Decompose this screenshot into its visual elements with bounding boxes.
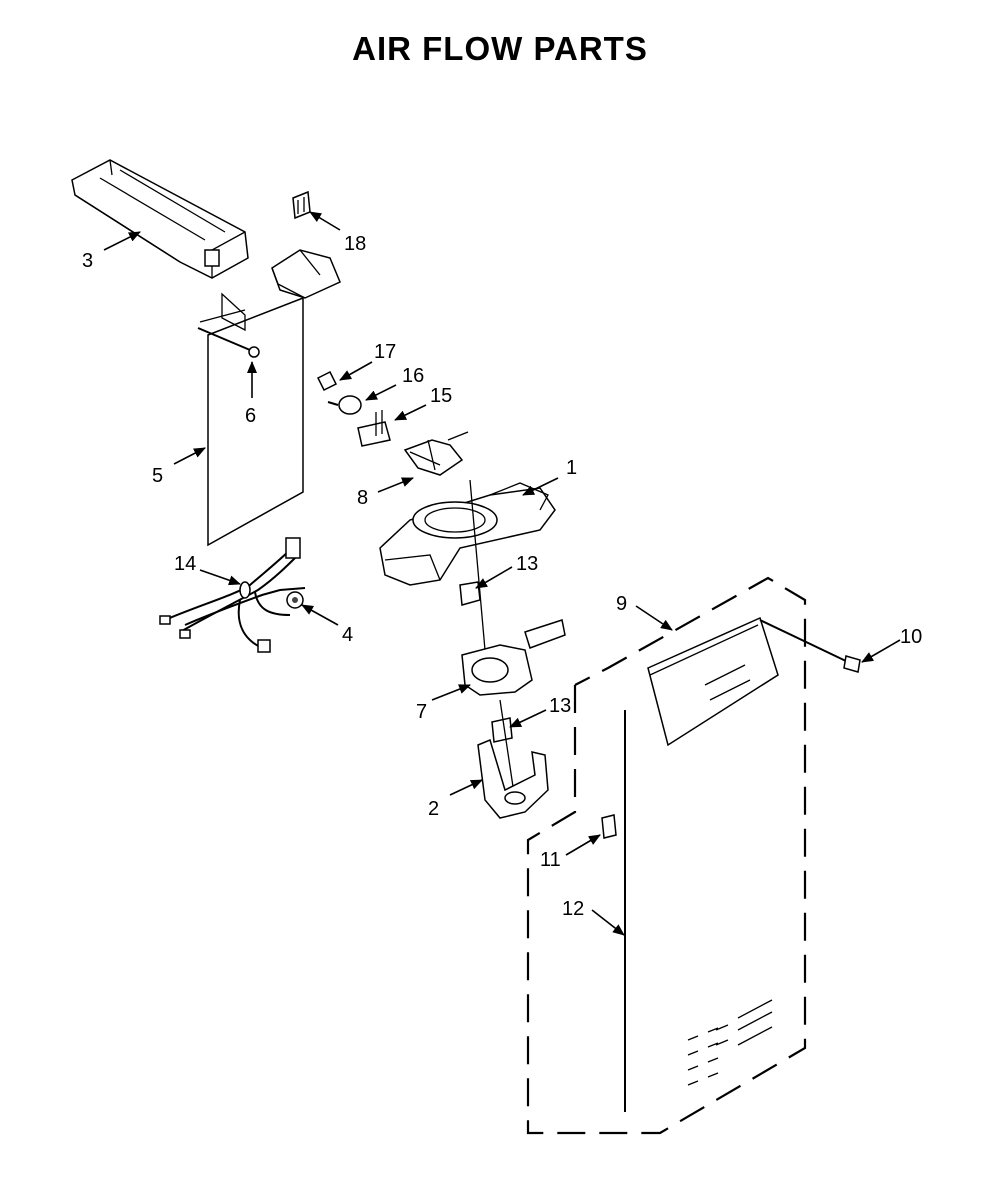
callout-16: 16 [402,365,424,387]
part-14-wire-harness[interactable] [159,537,306,653]
diagram-title: AIR FLOW PARTS [352,30,648,67]
part-16-thermistor[interactable] [327,395,362,415]
part-7-fan-motor[interactable] [461,619,566,696]
callout-10: 10 [900,626,922,648]
callout-11: 11 [540,849,561,871]
callout-17: 17 [374,341,396,363]
air-channel-piece [271,249,341,299]
part-12-rear-panel[interactable] [624,710,773,1112]
callout-14: 14 [174,553,196,575]
part-8-fan-blade[interactable] [403,431,469,476]
callout-5: 5 [152,465,163,487]
part-13-bushing-upper[interactable] [459,581,481,606]
callout-4: 4 [342,624,353,646]
part-2-motor-bracket[interactable] [477,738,549,819]
cabinet-outline-dashed [526,576,807,1135]
callout-6: 6 [245,405,256,427]
part-3-duct-housing[interactable] [71,159,249,279]
callout-9: 9 [616,593,627,615]
callout-15: 15 [430,385,452,407]
part-5-panel[interactable] [199,292,304,547]
part-9-vent-grille[interactable] [647,616,779,747]
part-6-screw[interactable] [197,327,260,358]
callout-13-lower: 13 [549,695,571,717]
callout-1: 1 [566,457,577,479]
part-17-clip[interactable] [316,370,338,392]
callout-18: 18 [344,233,366,255]
part-4-grommet[interactable] [286,591,304,609]
callout-arrows [103,211,901,936]
callout-7: 7 [416,701,427,723]
callout-2: 2 [428,798,439,820]
callout-12: 12 [562,898,584,920]
part-18-clip[interactable] [292,190,311,220]
callout-3: 3 [82,250,93,272]
part-13-bushing-lower[interactable] [491,717,513,743]
shaft-line-upper [469,479,486,651]
callout-8: 8 [357,487,368,509]
callout-13-upper: 13 [516,553,538,575]
shaft-line-lower [499,699,516,801]
part-15-bracket[interactable] [357,410,391,447]
part-11-clip[interactable] [601,814,617,839]
